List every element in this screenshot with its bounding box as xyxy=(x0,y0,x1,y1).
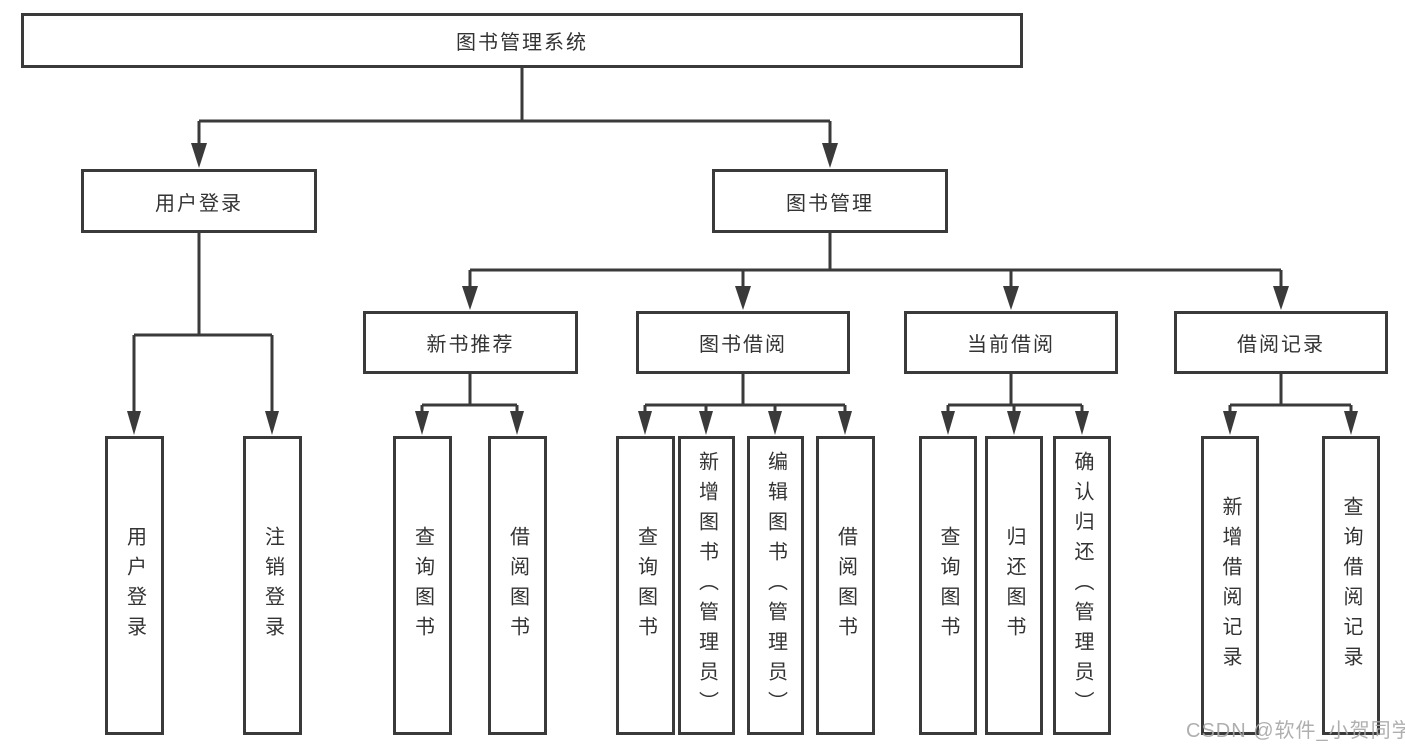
leaf-logout: 注销登录 xyxy=(243,436,302,735)
leaf-add-borrow-record: 新增借阅记录 xyxy=(1201,436,1259,735)
node-book-management: 图书管理 xyxy=(712,169,948,233)
node-new-book-recommend: 新书推荐 xyxy=(363,311,578,374)
leaf-user-login-label: 用户登录 xyxy=(123,525,146,646)
leaf-user-login: 用户登录 xyxy=(105,436,164,735)
leaf-confirm-return-admin: 确认归还（管理员） xyxy=(1053,436,1111,735)
leaf-borrow-books-1: 借阅图书 xyxy=(488,436,547,735)
node-book-borrow: 图书借阅 xyxy=(636,311,850,374)
node-root-library-system: 图书管理系统 xyxy=(21,13,1023,68)
node-borrow-records-label: 借阅记录 xyxy=(1237,334,1325,356)
node-user-login-label: 用户登录 xyxy=(155,192,243,215)
leaf-confirm-return-admin-label: 确认归还（管理员） xyxy=(1071,450,1093,721)
node-current-borrow-label: 当前借阅 xyxy=(967,334,1055,356)
leaf-edit-books-admin: 编辑图书（管理员） xyxy=(747,436,804,735)
leaf-query-books-1-label: 查询图书 xyxy=(411,525,434,646)
node-user-login: 用户登录 xyxy=(81,169,317,233)
leaf-query-books-2: 查询图书 xyxy=(616,436,675,735)
leaf-return-books: 归还图书 xyxy=(985,436,1043,735)
leaf-query-books-3-label: 查询图书 xyxy=(937,525,959,646)
leaf-add-borrow-record-label: 新增借阅记录 xyxy=(1219,495,1241,676)
leaf-return-books-label: 归还图书 xyxy=(1003,525,1025,646)
leaf-logout-label: 注销登录 xyxy=(261,525,284,646)
leaf-add-books-admin: 新增图书（管理员） xyxy=(678,436,735,735)
leaf-query-books-3: 查询图书 xyxy=(919,436,977,735)
leaf-edit-books-admin-label: 编辑图书（管理员） xyxy=(764,450,787,721)
leaf-borrow-books-1-label: 借阅图书 xyxy=(506,525,529,646)
leaf-add-books-admin-label: 新增图书（管理员） xyxy=(695,450,718,721)
node-book-borrow-label: 图书借阅 xyxy=(699,334,787,356)
node-root-label: 图书管理系统 xyxy=(456,32,588,54)
leaf-borrow-books-2: 借阅图书 xyxy=(816,436,875,735)
node-book-management-label: 图书管理 xyxy=(786,192,874,215)
leaf-borrow-books-2-label: 借阅图书 xyxy=(834,525,857,646)
leaf-query-borrow-record: 查询借阅记录 xyxy=(1322,436,1380,735)
leaf-query-borrow-record-label: 查询借阅记录 xyxy=(1340,495,1362,676)
node-new-book-recommend-label: 新书推荐 xyxy=(426,334,515,356)
leaf-query-books-1: 查询图书 xyxy=(393,436,452,735)
node-current-borrow: 当前借阅 xyxy=(904,311,1118,374)
leaf-query-books-2-label: 查询图书 xyxy=(634,525,657,646)
csdn-watermark: CSDN @软件_小贺同学 xyxy=(1186,720,1405,742)
node-borrow-records: 借阅记录 xyxy=(1174,311,1388,374)
